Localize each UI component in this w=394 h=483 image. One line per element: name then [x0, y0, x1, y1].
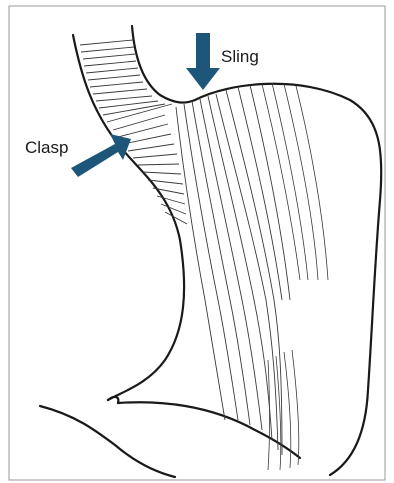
- sling-label: Sling: [221, 47, 259, 66]
- clasp-label: Clasp: [25, 138, 68, 157]
